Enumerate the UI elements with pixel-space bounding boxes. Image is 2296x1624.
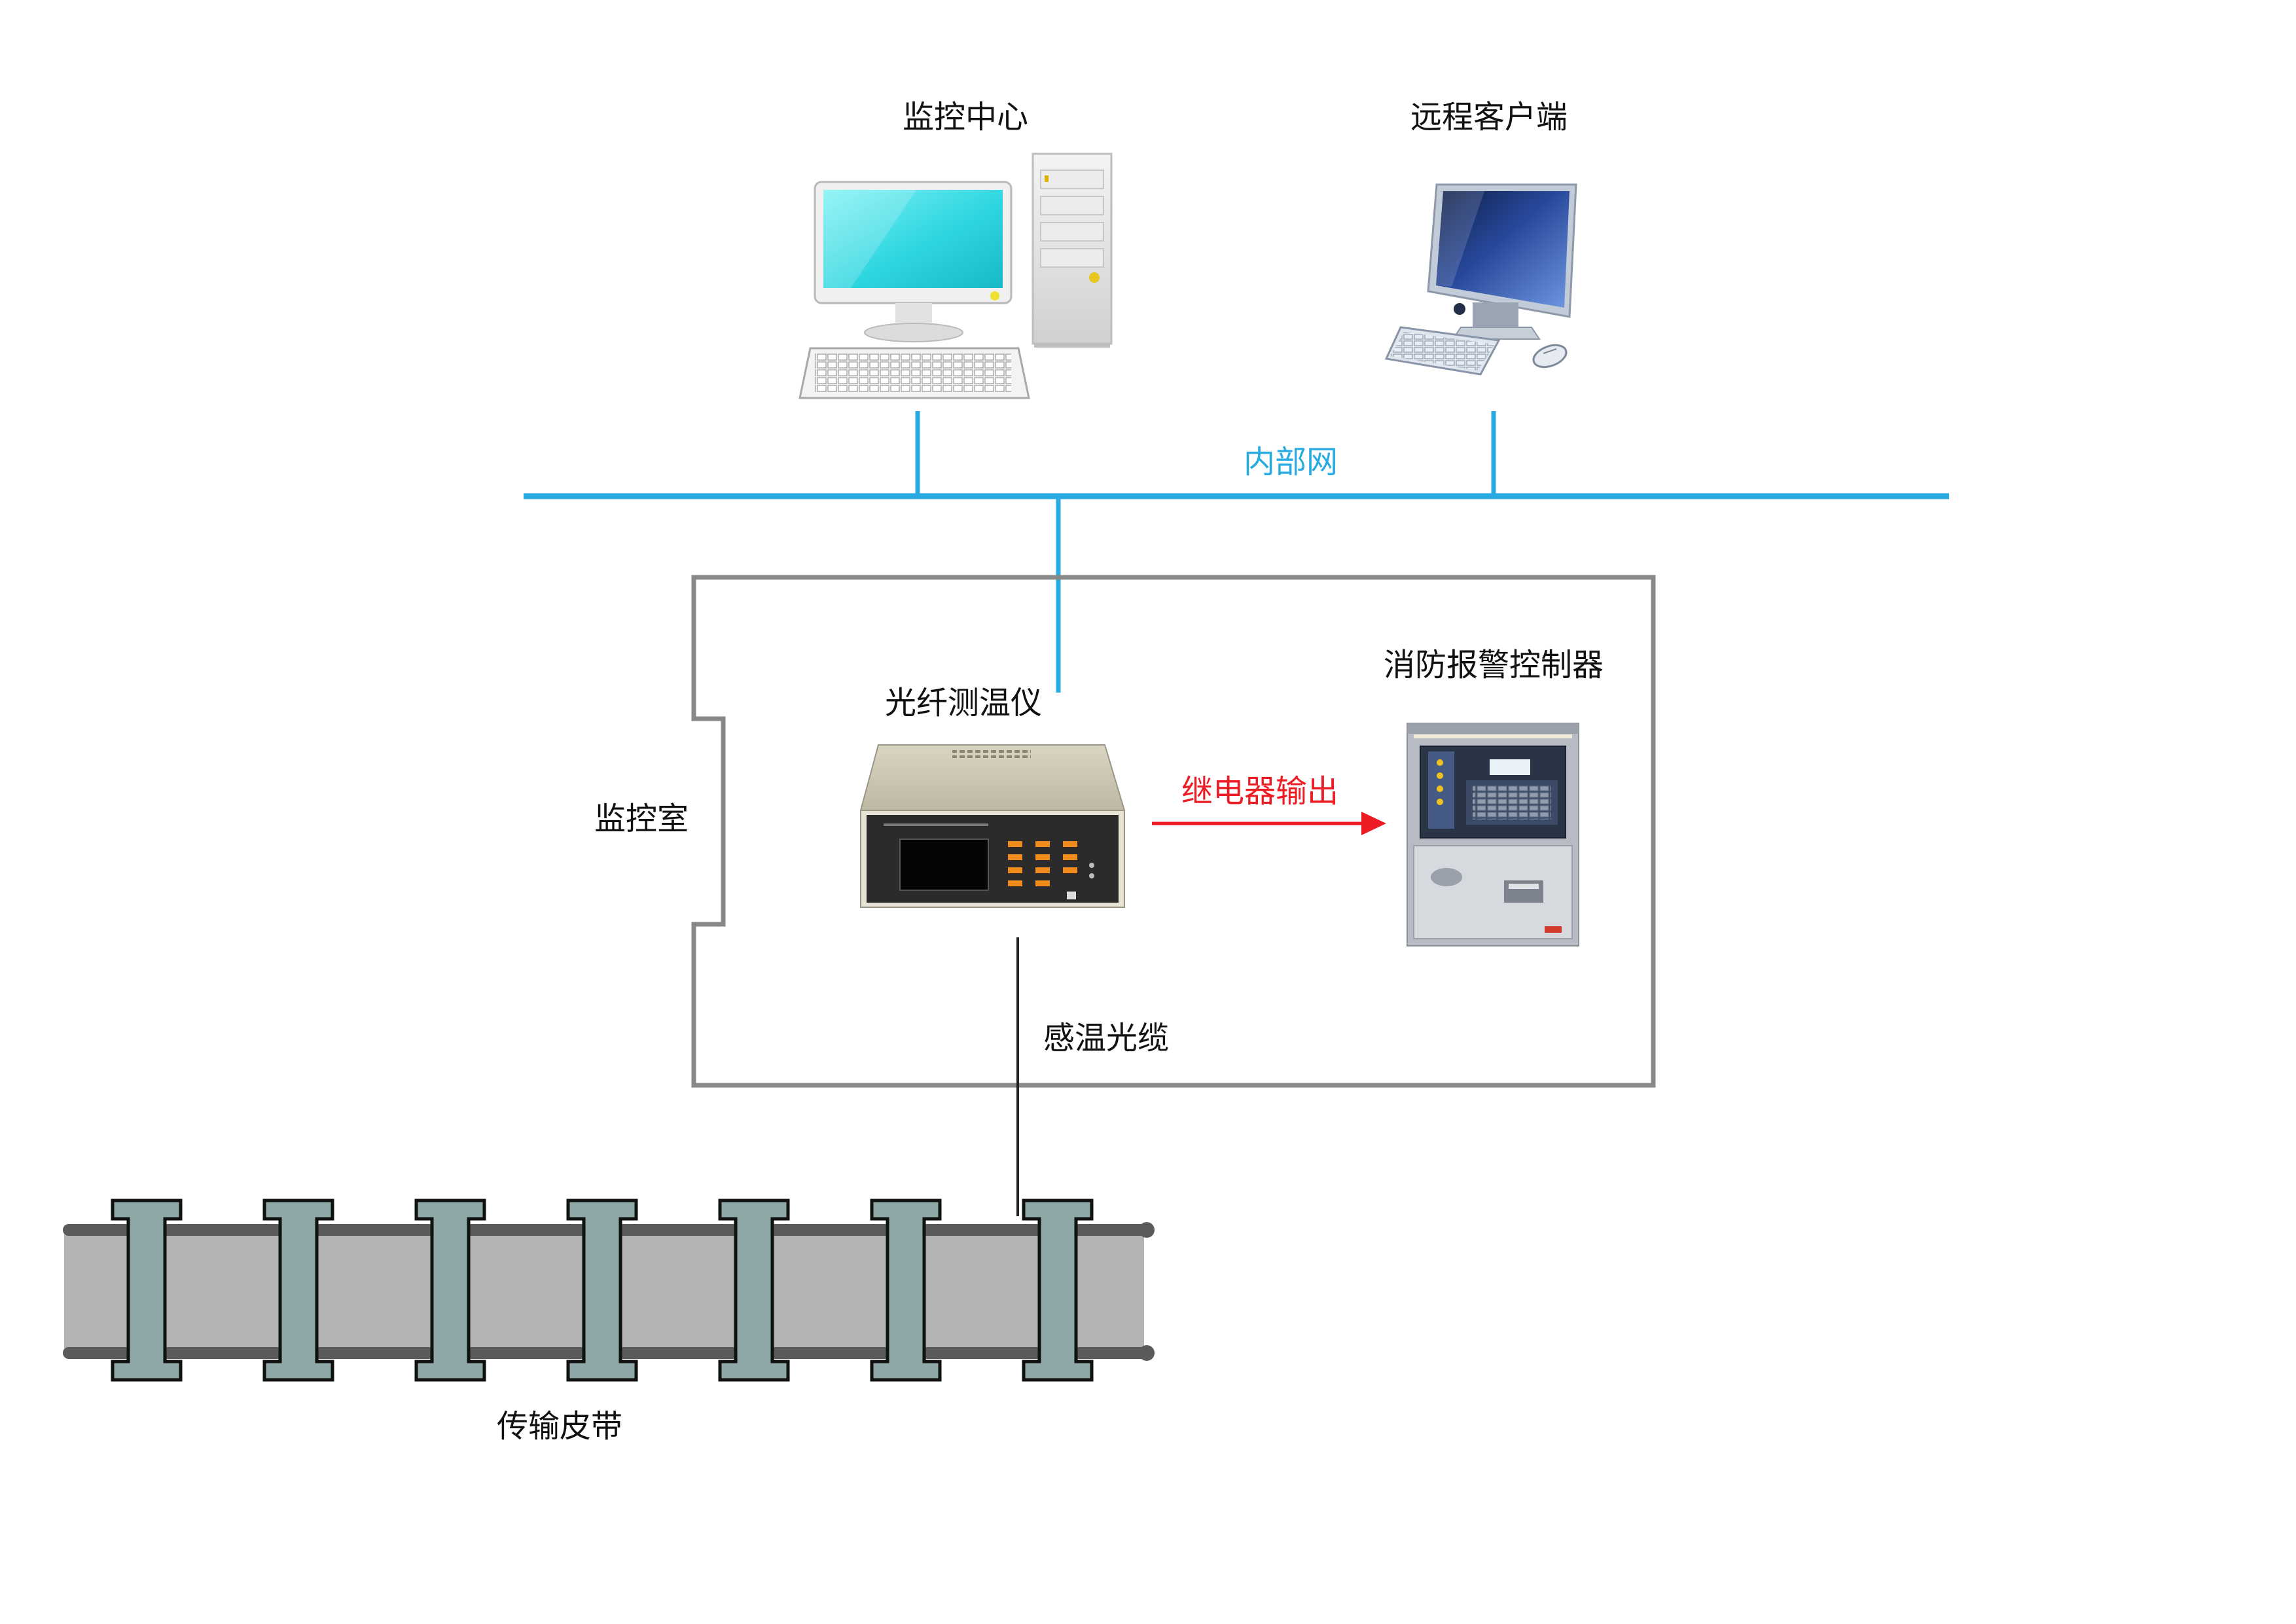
sensing-cable-label: 感温光缆 (1043, 1020, 1169, 1056)
remote-client-computer (1384, 183, 1577, 376)
monitoring-center-label: 监控中心 (903, 99, 1028, 135)
remote-client-label: 远程客户端 (1410, 99, 1568, 135)
relay-output-arrow (1152, 812, 1386, 835)
monitoring-center-computer (798, 153, 1113, 399)
internal-network-label: 内部网 (1244, 444, 1338, 480)
conveyor-roller (262, 1199, 334, 1382)
fire-alarm-controller-cabinet (1407, 723, 1579, 947)
conveyor-roller (111, 1199, 183, 1382)
internal-network-bus (524, 411, 1949, 693)
conveyor-roller (414, 1199, 486, 1382)
conveyor-belt-label: 传输皮带 (497, 1408, 622, 1445)
conveyor-rollers (111, 1199, 1094, 1382)
relay-output-label: 继电器输出 (1181, 773, 1338, 810)
monitoring-room-label: 监控室 (594, 801, 689, 837)
conveyor-roller (566, 1199, 638, 1382)
fiber-thermometer-label: 光纤测温仪 (885, 685, 1042, 721)
conveyor-roller (1022, 1199, 1094, 1382)
fire-alarm-controller-label: 消防报警控制器 (1384, 647, 1604, 683)
conveyor-roller (718, 1199, 790, 1382)
monitoring-room-border (691, 575, 1656, 1088)
fiber-thermometer-device (859, 744, 1126, 908)
conveyor-roller (870, 1199, 942, 1382)
